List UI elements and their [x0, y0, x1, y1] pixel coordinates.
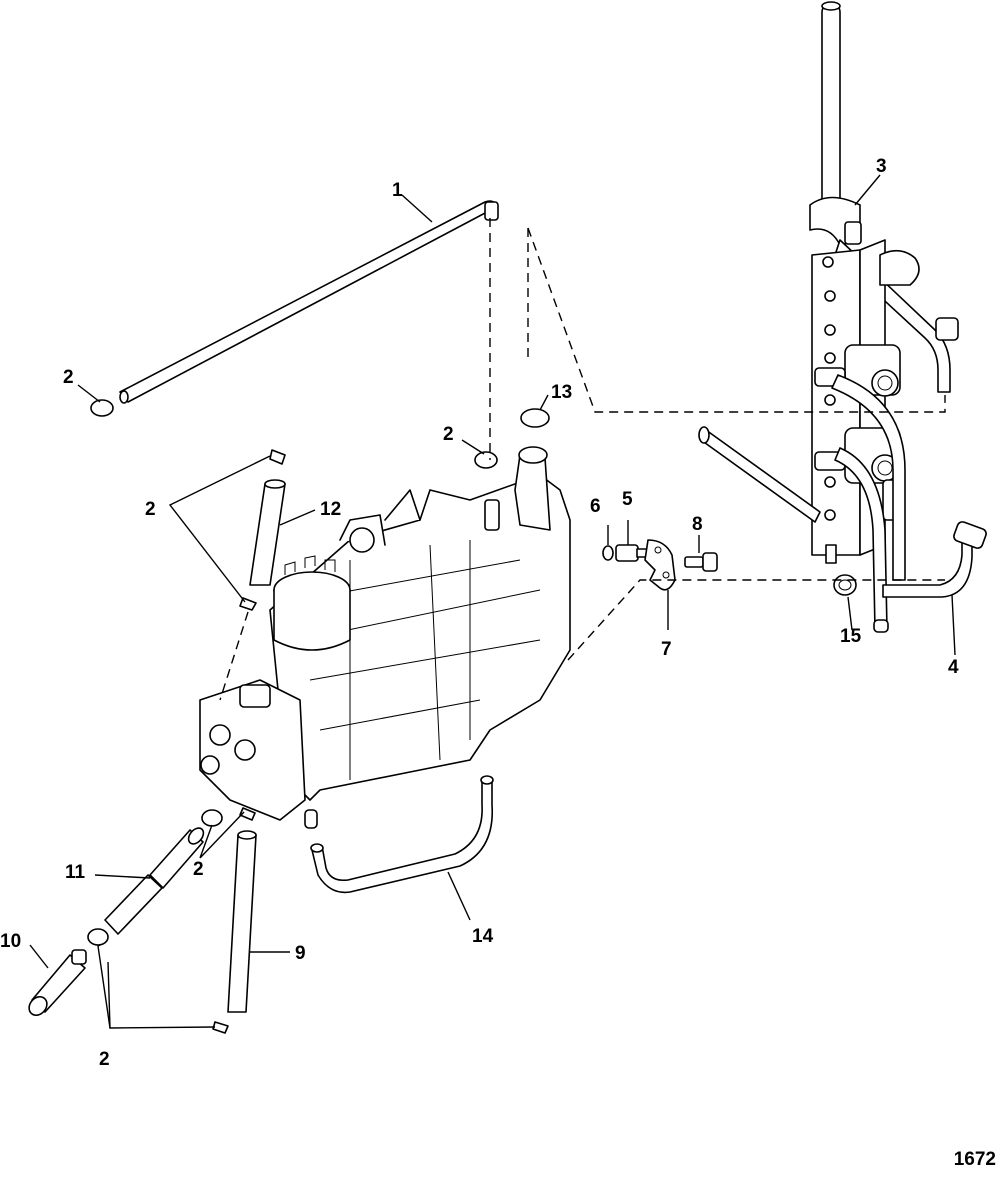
callout-9: 9: [295, 943, 306, 964]
callout-7: 7: [661, 639, 672, 660]
part-8-bolt: [684, 552, 718, 572]
part-1-hose: [119, 200, 499, 404]
part-7-bracket-plate: [644, 539, 676, 591]
diagonal-tube-left: [698, 426, 821, 523]
part-9-straight-hose: [227, 830, 257, 1013]
callout-11: 11: [65, 862, 86, 883]
callout-8: 8: [692, 514, 703, 535]
callout-labels: 1 2 2 2 2 2 3 4 5 6 7 8 9 10 11 12 13 14…: [0, 156, 959, 1070]
part-4-curved-hose: [882, 521, 987, 598]
callout-13: 13: [551, 382, 572, 403]
part-3-vertical-tube: [809, 1, 862, 246]
callout-2-left: 2: [145, 499, 156, 520]
figure-number: 1672: [953, 1149, 996, 1170]
part-14-u-hose: [310, 775, 494, 894]
callout-14: 14: [472, 926, 494, 947]
callout-2-top-center: 2: [443, 424, 454, 445]
callout-2-lower-center: 2: [193, 859, 204, 880]
part-10-fitting: [28, 949, 87, 1017]
callout-15: 15: [840, 626, 862, 647]
part-12-short-hose: [249, 479, 286, 586]
callout-4: 4: [948, 657, 959, 678]
leader-lines: [29, 174, 956, 1029]
callout-5: 5: [622, 489, 633, 510]
part-5-fitting: [615, 544, 648, 562]
callout-1: 1: [392, 180, 403, 201]
pump-valve-block: [199, 679, 318, 829]
callout-6: 6: [590, 496, 601, 517]
vapor-separator-housing: [269, 446, 571, 801]
part-15-grommet: [833, 574, 857, 596]
assembly-dashed-lines: [219, 218, 946, 701]
callout-2-bottom: 2: [99, 1049, 110, 1070]
callout-10: 10: [0, 931, 21, 952]
part-11-hose-section: [104, 827, 205, 935]
callout-3: 3: [876, 156, 887, 177]
clamp-icon: [87, 399, 550, 1034]
part-6-o-ring: [602, 545, 614, 561]
callout-12: 12: [320, 499, 341, 520]
callout-2-top-left: 2: [63, 367, 74, 388]
